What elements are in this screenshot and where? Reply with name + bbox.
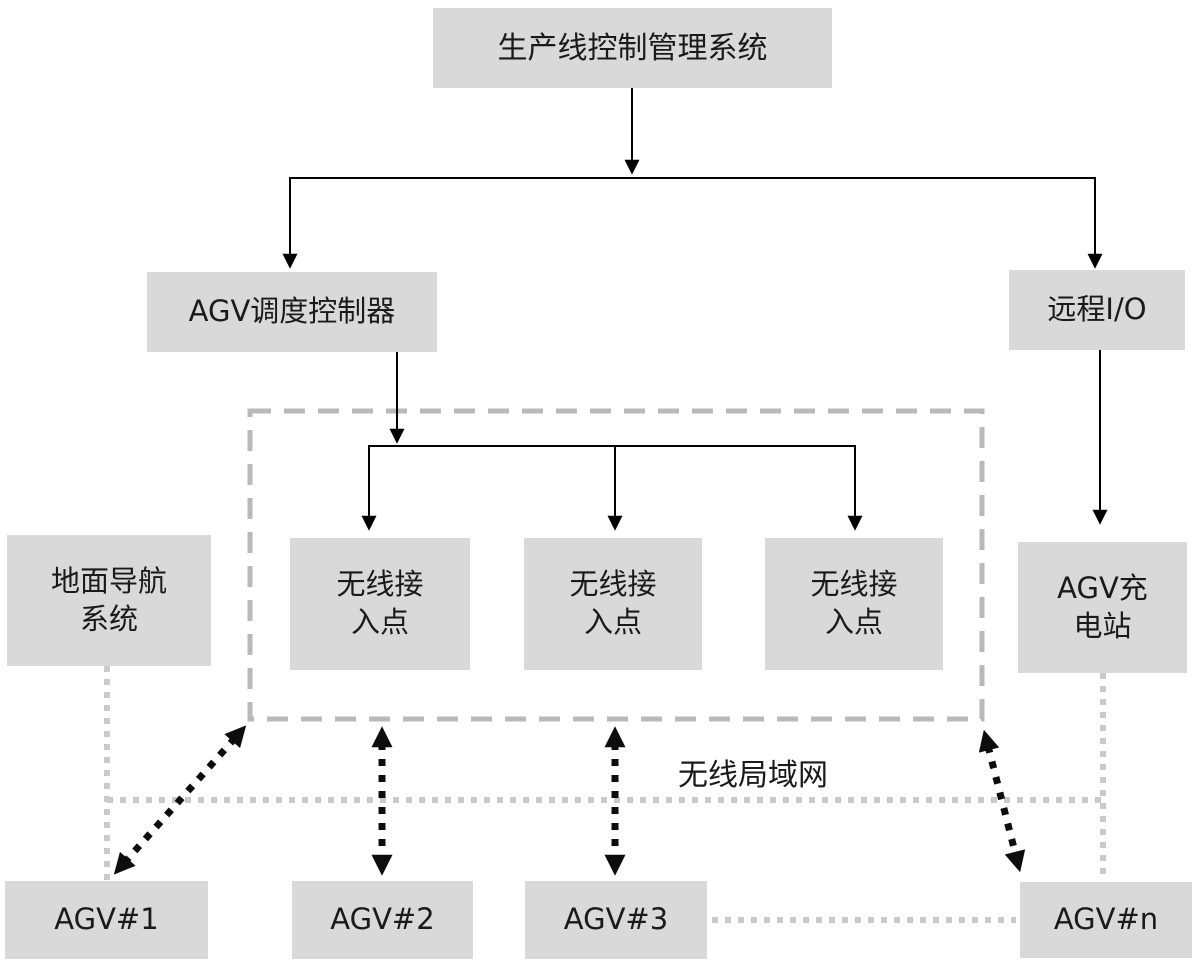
- node-agv-charging-station: AGV充 电站: [1018, 542, 1187, 673]
- node-wireless-ap-2: 无线接 入点: [524, 538, 702, 670]
- node-ground-navigation: 地面导航 系统: [7, 535, 211, 666]
- arrow-branch-dispatcher-remoteio: [282, 177, 1103, 269]
- node-agv-3: AGV#3: [525, 881, 707, 959]
- wireless-arrow-zone-agvn: [978, 729, 1026, 873]
- node-agv-1: AGV#1: [5, 881, 208, 959]
- arrow-branch-ap1-ap3: [361, 445, 863, 531]
- node-agv-n: AGV#n: [1020, 882, 1192, 958]
- node-remote-io: 远程I/O: [1009, 270, 1185, 350]
- wireless-arrow-zone-agv1: [113, 725, 247, 875]
- node-agv-dispatcher: AGV调度控制器: [147, 272, 437, 352]
- node-agv-2: AGV#2: [292, 881, 473, 959]
- node-production-control: 生产线控制管理系统: [433, 8, 832, 88]
- wlan-zone-border: [247, 408, 985, 722]
- wlan-zone-label: 无线局域网: [678, 758, 828, 793]
- node-wireless-ap-1: 无线接 入点: [290, 538, 470, 670]
- node-wireless-ap-3: 无线接 入点: [765, 538, 943, 670]
